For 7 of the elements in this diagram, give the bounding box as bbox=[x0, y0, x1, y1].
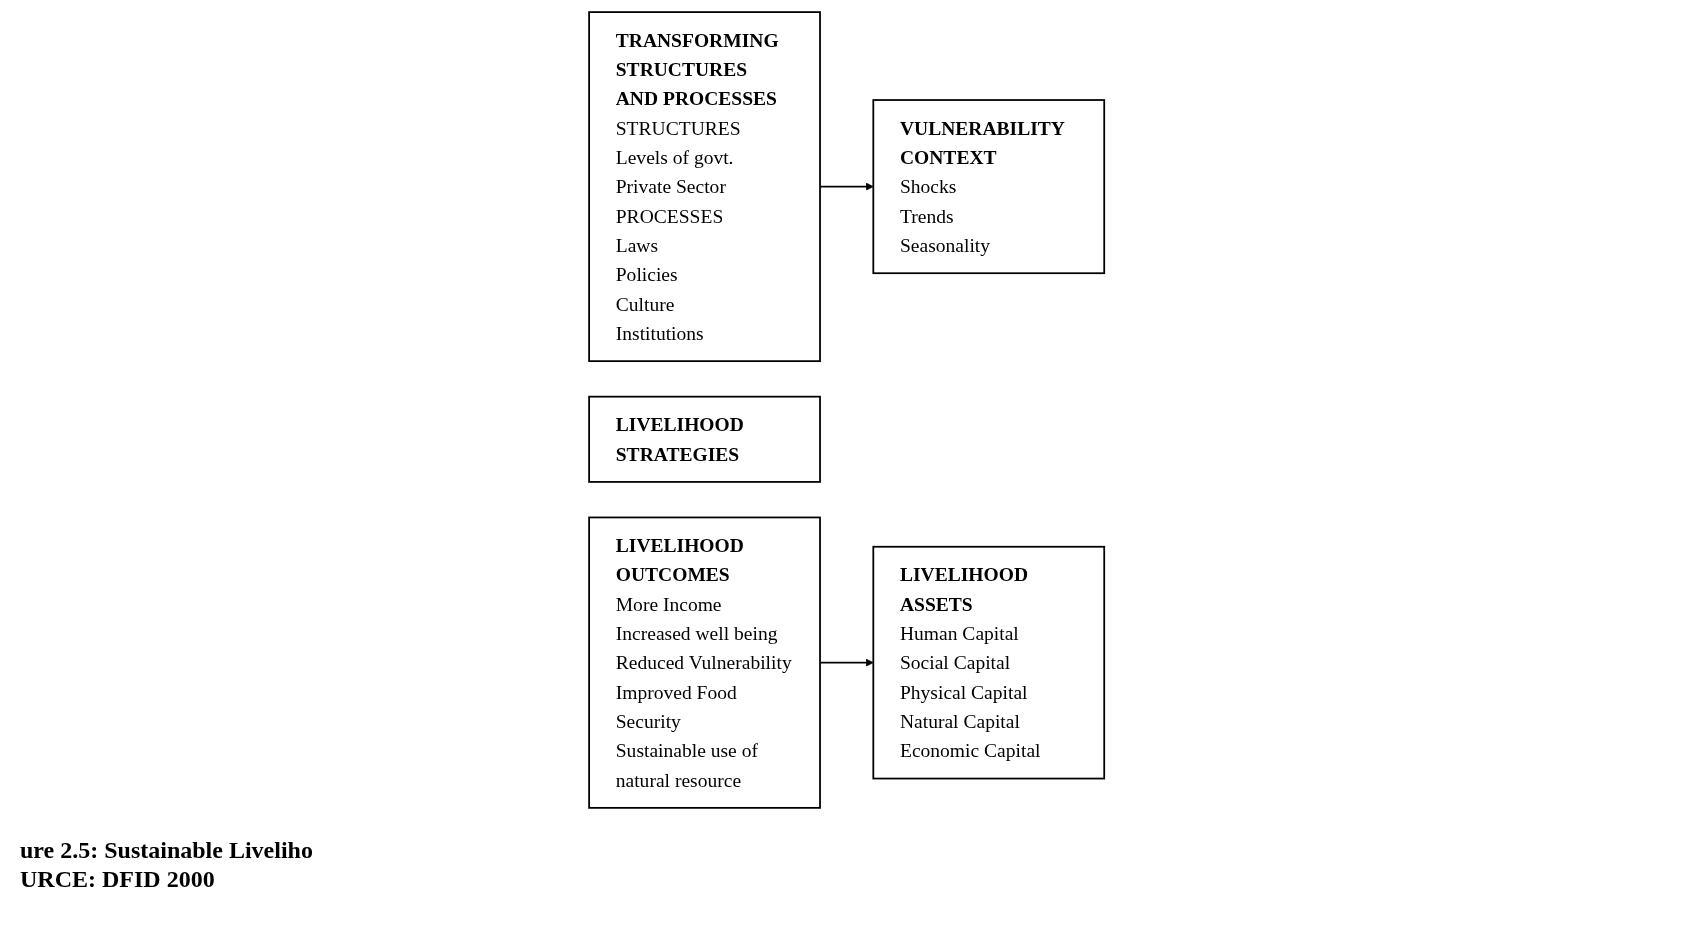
node-box: VULNERABILITY CONTEXT Shocks Trends Seasonality bbox=[872, 99, 1105, 275]
caption: ure 2.5: Sustainable Liveliho bbox=[20, 837, 313, 864]
node-box: LIVELIHOOD STRATEGIES bbox=[588, 395, 821, 483]
node-box: TRANSFORMING STRUCTURES AND PROCESSES STRUCTURES Levels of govt. Private Sector PROCESSES Laws Policies Culture Institutions bbox=[588, 11, 821, 363]
node-box: LIVELIHOOD OUTCOMES More Income Increased well being Reduced Vulnerability Improved Food Security Sustainable use of natural resource bbox=[588, 516, 821, 809]
source-note: URCE: DFID 2000 bbox=[20, 866, 216, 893]
node-box: LIVELIHOOD ASSETS Human Capital Social Capital Physical Capital Natural Capital Economic Capital bbox=[872, 545, 1105, 780]
